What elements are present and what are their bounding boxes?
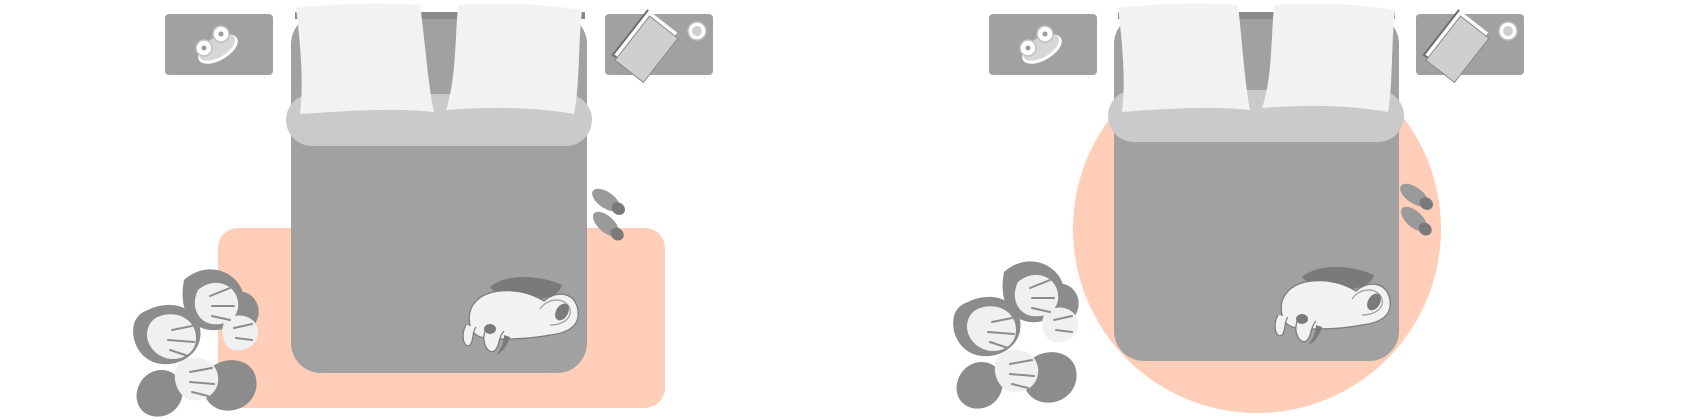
monstera-plant-icon [132, 268, 260, 418]
pillow-right [1262, 3, 1395, 113]
pillow-right [446, 3, 582, 115]
nightstand-lamp-icon [988, 13, 1098, 76]
pillow-left [296, 3, 434, 114]
headboard [1118, 12, 1395, 19]
pillow-left [1118, 3, 1250, 112]
rectangular-rug-layout [132, 3, 714, 418]
nightstand-lamp-icon [164, 13, 274, 76]
book-icon [1415, 8, 1525, 84]
book-icon [604, 8, 714, 84]
headboard [295, 12, 585, 19]
monstera-plant-icon [952, 260, 1080, 410]
round-rug-layout [952, 3, 1525, 413]
